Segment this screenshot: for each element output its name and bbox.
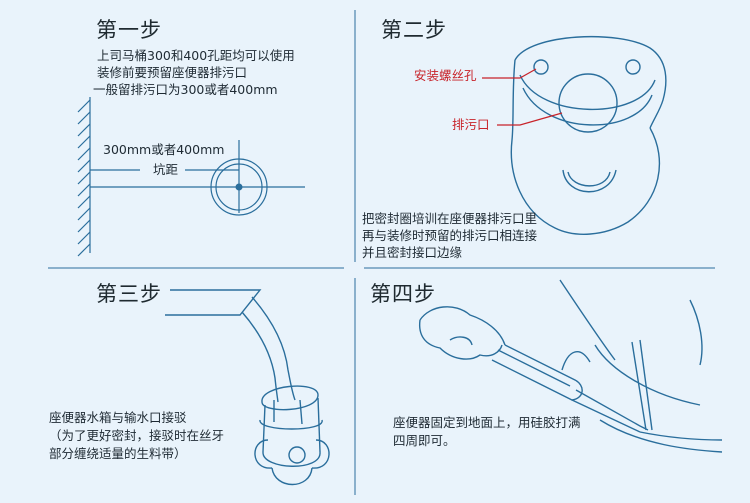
step3-line-3: 部分缠绕适量的生料带） [49, 446, 187, 461]
step4-line-1: 座便器固定到地面上，用硅胶打满 [393, 415, 581, 430]
step3-line-2: （为了更好密封，接驳时在丝牙 [49, 428, 225, 443]
drain-outlet-label: 排污口 [452, 117, 490, 132]
step1-drain-center [235, 183, 243, 191]
step1-pit-distance-label: 坑距 [150, 161, 182, 178]
drain-callout-line [497, 112, 563, 126]
step2-title: 第二步 [381, 18, 447, 42]
step4-hand-and-gun [418, 279, 723, 453]
step2-line-1: 把密封圈培训在座便器排污口里 [362, 211, 538, 226]
bolt-hole-label: 安装螺丝孔 [414, 68, 477, 83]
step1-wall [77, 97, 91, 257]
step3-hose [165, 289, 330, 485]
step1-line-3: 一般留排污口为300或者400mm [93, 82, 278, 97]
step2-line-2: 再与装修时预留的排污口相连接 [362, 228, 538, 243]
step2-line-3: 并且密封接口边缘 [362, 245, 463, 260]
step4-title: 第四步 [370, 282, 436, 306]
step1-drain-marker [90, 140, 305, 216]
step2-toilet [510, 36, 667, 235]
step1-dimension-label: 300mm或者400mm [103, 142, 225, 157]
step3-title: 第三步 [96, 282, 162, 306]
step4-line-2: 四周即可。 [393, 433, 456, 448]
bolt-hole-callout-line [482, 68, 537, 79]
step3-line-1: 座便器水箱与输水口接驳 [49, 410, 187, 425]
step1-title: 第一步 [96, 18, 162, 42]
step1-line-2: 装修前要预留座便器排污口 [97, 65, 248, 80]
step1-line-1: 上司马桶300和400孔距均可以使用 [97, 48, 295, 63]
